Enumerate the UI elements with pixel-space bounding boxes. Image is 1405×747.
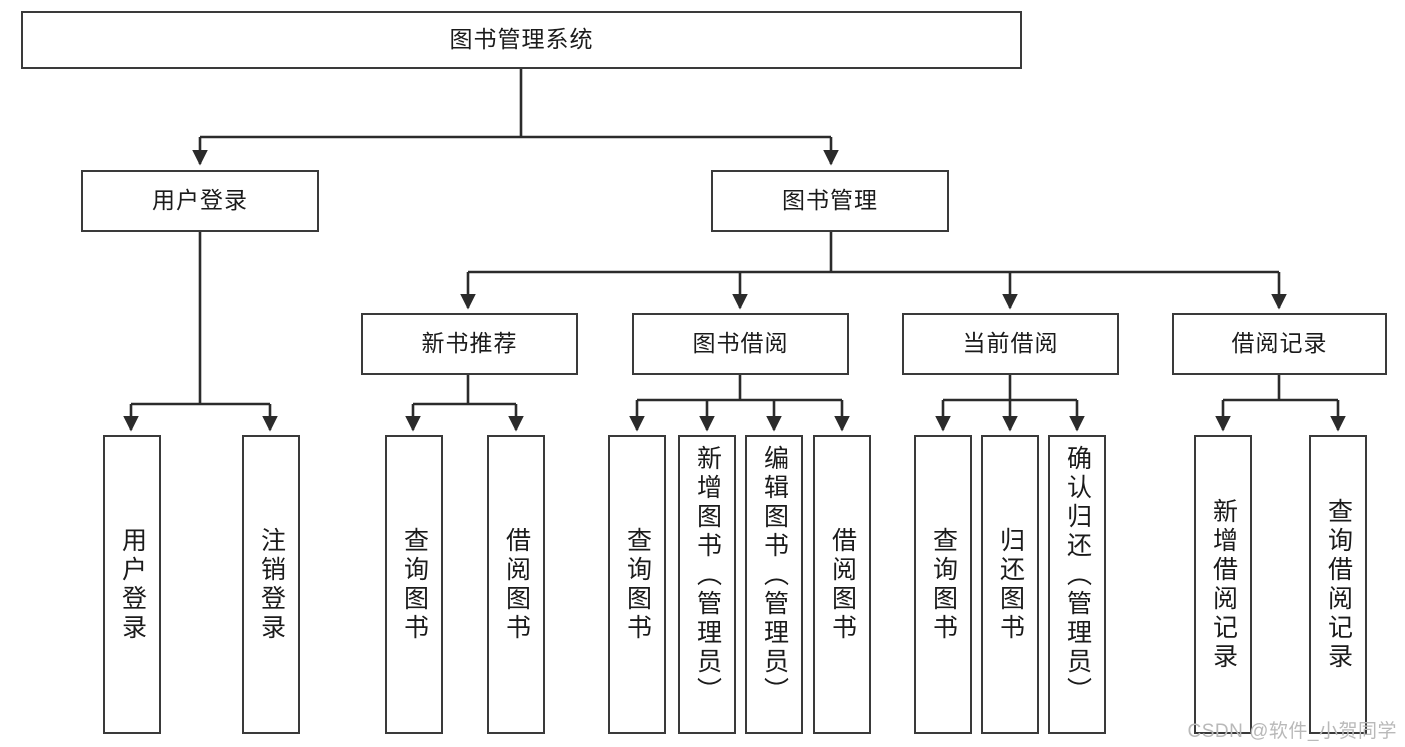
node-label: 查询图书 — [929, 526, 958, 643]
node-label: 借阅图书 — [828, 526, 857, 643]
node-label: 注销登录 — [257, 526, 286, 643]
leaf-confirm-return-admin[interactable]: 确认归还（管理员） — [1048, 435, 1106, 734]
leaf-borrow-book-recommend[interactable]: 借阅图书 — [487, 435, 545, 734]
node-user-login[interactable]: 用户登录 — [81, 170, 319, 232]
node-new-book-recommend[interactable]: 新书推荐 — [361, 313, 578, 375]
node-label: 图书管理系统 — [449, 26, 594, 53]
node-label: 归还图书 — [996, 526, 1025, 643]
node-label: 查询图书 — [400, 526, 429, 643]
csdn-watermark: CSDN @软件_小贺同学 — [1187, 721, 1397, 742]
node-book-manage[interactable]: 图书管理 — [711, 170, 949, 232]
leaf-query-book-current[interactable]: 查询图书 — [914, 435, 972, 734]
node-root-system[interactable]: 图书管理系统 — [21, 11, 1022, 69]
node-label: 编辑图书（管理员） — [760, 445, 789, 706]
leaf-borrow-book-borrow[interactable]: 借阅图书 — [813, 435, 871, 734]
node-label: 新增借阅记录 — [1209, 497, 1238, 672]
node-current-borrow[interactable]: 当前借阅 — [902, 313, 1119, 375]
leaf-add-borrow-record[interactable]: 新增借阅记录 — [1194, 435, 1252, 734]
node-label: 查询借阅记录 — [1324, 497, 1353, 672]
leaf-query-book-recommend[interactable]: 查询图书 — [385, 435, 443, 734]
node-borrow-record[interactable]: 借阅记录 — [1172, 313, 1387, 375]
leaf-user-login[interactable]: 用户登录 — [103, 435, 161, 734]
leaf-add-book-admin[interactable]: 新增图书（管理员） — [678, 435, 736, 734]
node-label: 确认归还（管理员） — [1063, 445, 1092, 706]
node-book-borrow[interactable]: 图书借阅 — [632, 313, 849, 375]
node-label: 新书推荐 — [421, 330, 518, 357]
leaf-edit-book-admin[interactable]: 编辑图书（管理员） — [745, 435, 803, 734]
node-label: 图书管理 — [782, 187, 878, 214]
node-label: 借阅记录 — [1231, 330, 1328, 357]
node-label: 当前借阅 — [962, 330, 1059, 357]
leaf-logout-login[interactable]: 注销登录 — [242, 435, 300, 734]
leaf-query-borrow-record[interactable]: 查询借阅记录 — [1309, 435, 1367, 734]
node-label: 图书借阅 — [692, 330, 789, 357]
node-label: 用户登录 — [152, 187, 248, 214]
leaf-return-book[interactable]: 归还图书 — [981, 435, 1039, 734]
node-label: 新增图书（管理员） — [693, 445, 722, 706]
leaf-query-book-borrow[interactable]: 查询图书 — [608, 435, 666, 734]
node-label: 用户登录 — [118, 526, 147, 643]
node-label: 查询图书 — [623, 526, 652, 643]
node-label: 借阅图书 — [502, 526, 531, 643]
